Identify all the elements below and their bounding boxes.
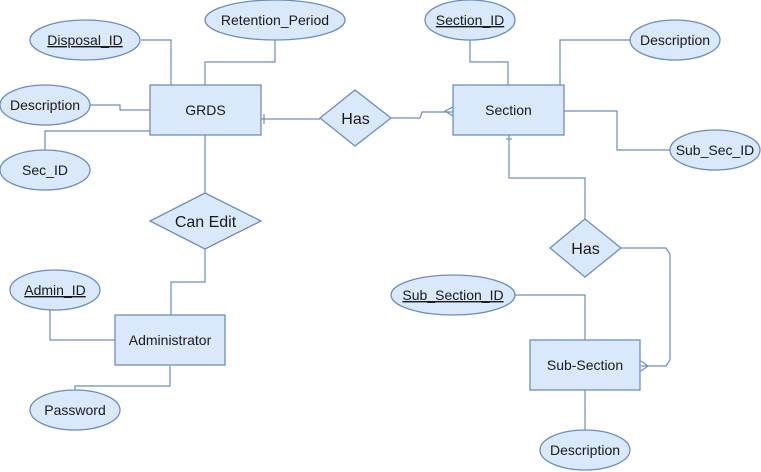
attribute-admin-id[interactable]: Admin_ID: [9, 269, 101, 311]
relationship-has-label: Has: [341, 111, 369, 128]
edge-admin-password: [74, 366, 171, 390]
edge-section-description: [559, 39, 630, 85]
attribute-section-description-label: Description: [640, 32, 710, 48]
attribute-password[interactable]: Password: [29, 389, 121, 431]
entity-grds[interactable]: GRDS: [149, 84, 262, 136]
entity-sub-section-label: Sub-Section: [547, 357, 623, 373]
attribute-sub-sec-id-label: Sub_Sec_ID: [676, 142, 755, 158]
edge-section-id: [469, 40, 509, 85]
entity-administrator[interactable]: Administrator: [114, 314, 226, 366]
attribute-sec-id-label: Sec_ID: [22, 162, 68, 178]
attribute-grds-description[interactable]: Description: [0, 84, 91, 126]
connectors: [44, 39, 671, 430]
many-marker-section: [443, 106, 454, 117]
edge-admin-id: [49, 310, 115, 341]
edge-grds-disposal-id: [141, 39, 172, 85]
edge-has-section: [391, 111, 453, 119]
entity-administrator-label: Administrator: [129, 332, 212, 348]
edge-section-has2: [508, 135, 586, 219]
entity-sub-section[interactable]: Sub-Section: [529, 339, 641, 391]
attribute-disposal-id[interactable]: Disposal_ID: [29, 19, 141, 61]
attribute-retention-period-label: Retention_Period: [221, 12, 329, 28]
edge-grds-sec-id: [44, 130, 153, 150]
attribute-disposal-id-label: Disposal_ID: [47, 32, 122, 48]
relationship-can-edit-label: Can Edit: [175, 214, 237, 231]
attribute-section-id[interactable]: Section_ID: [424, 0, 516, 41]
edge-grds-description: [90, 104, 150, 111]
relationship-section-subsection[interactable]: Has: [548, 218, 623, 278]
relationship-grds-administrator[interactable]: Can Edit: [148, 192, 263, 250]
many-marker-subsection: [640, 360, 650, 372]
attribute-admin-id-label: Admin_ID: [24, 282, 85, 298]
edge-has2-subsection: [621, 247, 671, 367]
attribute-subsection-description[interactable]: Description: [539, 429, 631, 471]
relationship-grds-section[interactable]: Has: [318, 89, 393, 147]
edge-can-edit-admin: [170, 249, 206, 315]
entity-grds-label: GRDS: [185, 102, 225, 118]
edge-sub-section-id: [515, 294, 586, 340]
attribute-sub-section-id[interactable]: Sub_Section_ID: [390, 274, 516, 316]
attribute-grds-description-label: Description: [10, 97, 80, 113]
relationship-has2-label: Has: [571, 241, 599, 258]
attribute-sub-section-id-label: Sub_Section_ID: [402, 287, 503, 303]
attribute-section-description[interactable]: Description: [629, 19, 721, 61]
attribute-password-label: Password: [44, 402, 105, 418]
attribute-retention-period[interactable]: Retention_Period: [204, 0, 346, 41]
attribute-sub-sec-id[interactable]: Sub_Sec_ID: [669, 129, 761, 171]
attribute-subsection-description-label: Description: [550, 442, 620, 458]
edge-grds-retention-period: [204, 40, 276, 85]
edge-section-sub-sec-id: [564, 110, 670, 151]
attribute-section-id-label: Section_ID: [436, 12, 504, 28]
entity-section-label: Section: [485, 102, 532, 118]
entity-section[interactable]: Section: [452, 84, 565, 136]
attribute-sec-id[interactable]: Sec_ID: [0, 149, 91, 191]
